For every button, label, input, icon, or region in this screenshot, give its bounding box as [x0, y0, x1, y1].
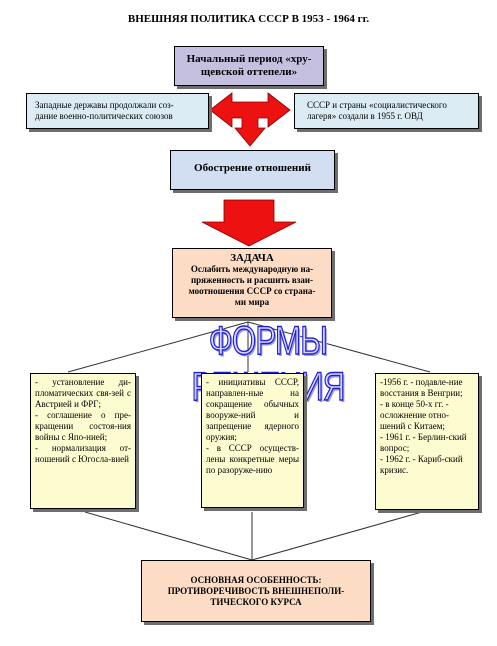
double-arrow-icon: [209, 92, 291, 147]
connector-bottom-left: [84, 511, 253, 561]
ussr-socialist-box: СССР и страны «социалистического лагеря»…: [294, 93, 479, 129]
right-column-box: -1956 г. - подавле-ние восстания в Венгр…: [375, 373, 479, 510]
list-item: - в конце 50-х гг. - осложнение отно-шен…: [380, 399, 450, 431]
middle-column-box: - инициативы СССР, направлен-ные на сокр…: [201, 373, 304, 508]
connector-right: [247, 321, 431, 373]
page-title: ВНЕШНЯЯ ПОЛИТИКА СССР В 1953 - 1964 гг.: [127, 13, 370, 25]
aggravation-box: Обострение отношений: [170, 150, 335, 190]
list-item: - установление ди-пломатических свя-зей …: [35, 377, 131, 409]
list-item: - 1962 г. - Кариб-ский кризис.: [380, 454, 463, 475]
list-item: - нормализация от-ношений с Югосла-вией: [35, 443, 131, 464]
initial-period-box: Начальный период «хру- щевской оттепели»: [174, 46, 324, 86]
list-item: - соглашение о пре-кращении состоя-ния в…: [35, 410, 131, 442]
task-heading: ЗАДАЧА: [230, 252, 274, 264]
down-arrow-icon: [201, 199, 297, 247]
connector-bottom-right: [251, 511, 423, 561]
task-box: ЗАДАЧА Ослабить международную на- пряжен…: [172, 248, 332, 318]
main-feature-box: ОСНОВНАЯ ОСОБЕННОСТЬ: ПРОТИВОРЕЧИВОСТЬ В…: [141, 560, 371, 622]
list-item: -1956 г. - подавле-ние восстания в Венгр…: [380, 377, 463, 398]
task-body: Ослабить международную на- пряженность и…: [188, 264, 316, 307]
western-powers-box: Западные державы продолжали соз- дание в…: [26, 93, 209, 129]
left-column-box: - установление ди-пломатических свя-зей …: [30, 373, 136, 509]
list-item: - инициативы СССР, направлен-ные на сокр…: [206, 377, 299, 442]
connector-left: [67, 321, 249, 373]
list-item: - в СССР осуществ-лены конкретные меры п…: [206, 443, 299, 475]
list-item: - 1961 г. - Берлин-ский вопрос;: [380, 432, 467, 453]
